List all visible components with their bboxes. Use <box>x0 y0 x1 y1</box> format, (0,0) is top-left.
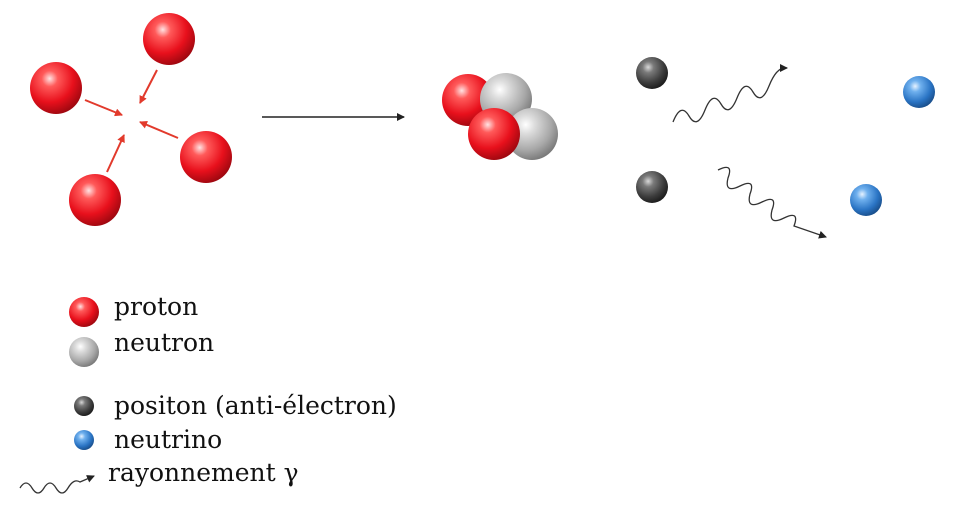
convergence-arrow <box>106 134 125 173</box>
convergence-arrow <box>139 69 158 104</box>
proton-particle <box>69 174 121 226</box>
proton-particle <box>30 62 82 114</box>
legend <box>19 297 99 494</box>
legend-neutrino-icon <box>74 430 94 450</box>
emitted-particles <box>636 57 935 239</box>
positon-particle <box>636 57 668 89</box>
helium-nucleus <box>442 73 558 160</box>
legend-positon-icon <box>74 396 94 416</box>
neutrino-particle <box>903 76 935 108</box>
legend-positon-label: positon (anti-électron) <box>114 391 397 420</box>
neutrino-particle <box>850 184 882 216</box>
legend-proton-icon <box>69 297 99 327</box>
convergence-arrow <box>84 99 123 117</box>
legend-neutron-label: neutron <box>114 328 215 357</box>
incoming-protons <box>30 13 232 226</box>
legend-neutron-icon <box>69 337 99 367</box>
proton-particle <box>143 13 195 65</box>
convergence-arrow <box>139 121 179 139</box>
legend-gamma-icon <box>19 475 95 494</box>
proton-particle <box>468 108 520 160</box>
legend-gamma-label: rayonnement γ <box>108 458 299 487</box>
proton-particle <box>180 131 232 183</box>
legend-proton-label: proton <box>114 292 199 321</box>
positon-particle <box>636 171 668 203</box>
gamma-ray-wave <box>717 166 827 239</box>
gamma-ray-wave <box>672 62 788 123</box>
neutron-particle <box>506 108 558 160</box>
legend-neutrino-label: neutrino <box>114 425 223 454</box>
